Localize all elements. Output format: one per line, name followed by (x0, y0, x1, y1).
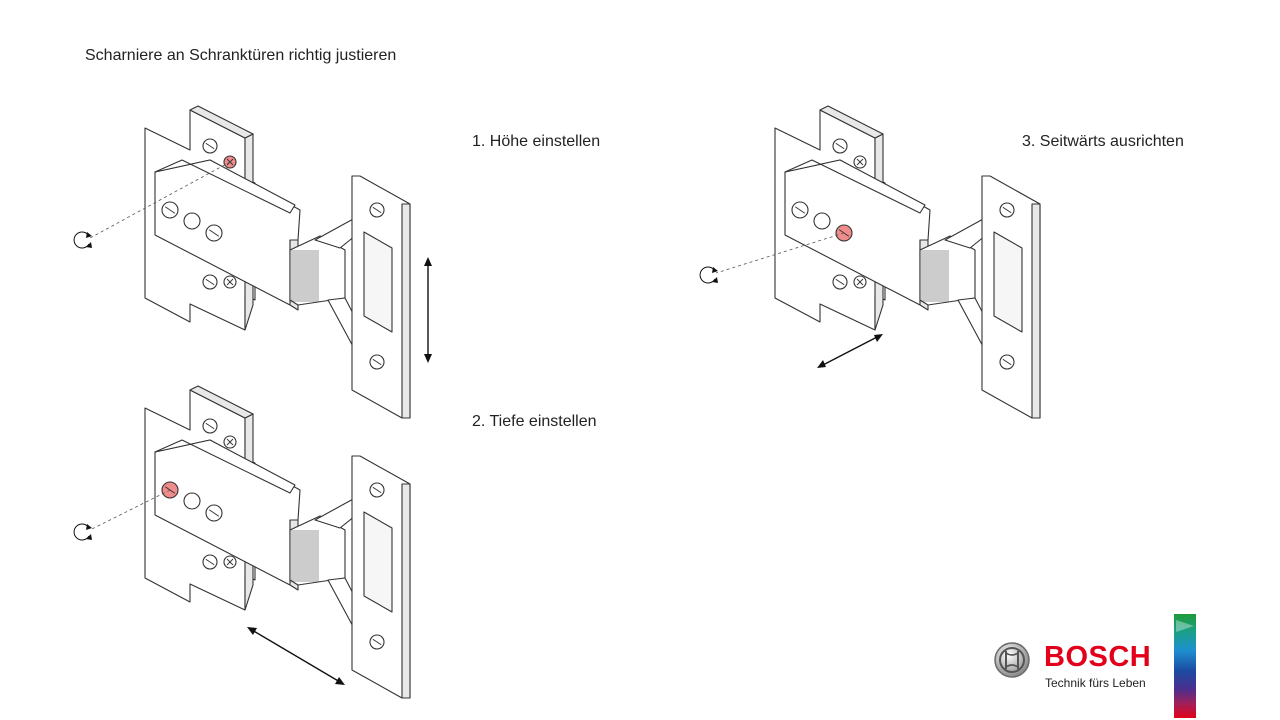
arm-screw-middle (813, 212, 831, 230)
double-arrow-icon-side (817, 334, 883, 368)
guide-line (715, 232, 845, 274)
door-plate-recess (363, 511, 393, 613)
rotate-arrow-icon (73, 231, 90, 249)
arm-screw-middle (183, 492, 201, 510)
step-label-side: 3. Seitwärts ausrichten (1022, 133, 1184, 150)
door-plate-recess (363, 231, 393, 333)
step-label-height: 1. Höhe einstellen (472, 133, 601, 150)
arm-screw-middle (183, 212, 201, 230)
page-title: Scharniere an Schranktüren richtig justi… (85, 47, 397, 64)
hinge-diagram-side (699, 105, 1041, 419)
brand-slogan: Technik fürs Leben (1045, 676, 1146, 690)
guide-line (89, 489, 171, 531)
guide-line (89, 161, 231, 239)
rotate-arrow-icon (699, 266, 716, 284)
double-arrow-icon-vertical (424, 257, 432, 363)
rotate-arrow-icon (73, 523, 90, 541)
brand-block: BOSCH Technik fürs Leben (990, 635, 1170, 695)
brand-color-bar (1174, 614, 1196, 718)
brand-name: BOSCH (1044, 641, 1152, 673)
step-label-depth: 2. Tiefe einstellen (472, 413, 597, 430)
bosch-logo-icon (994, 642, 1030, 678)
hinge-diagram-depth (73, 385, 411, 699)
door-plate-recess (993, 231, 1023, 333)
double-arrow-icon-depth (247, 627, 345, 685)
hinge-diagram-height (73, 105, 411, 419)
